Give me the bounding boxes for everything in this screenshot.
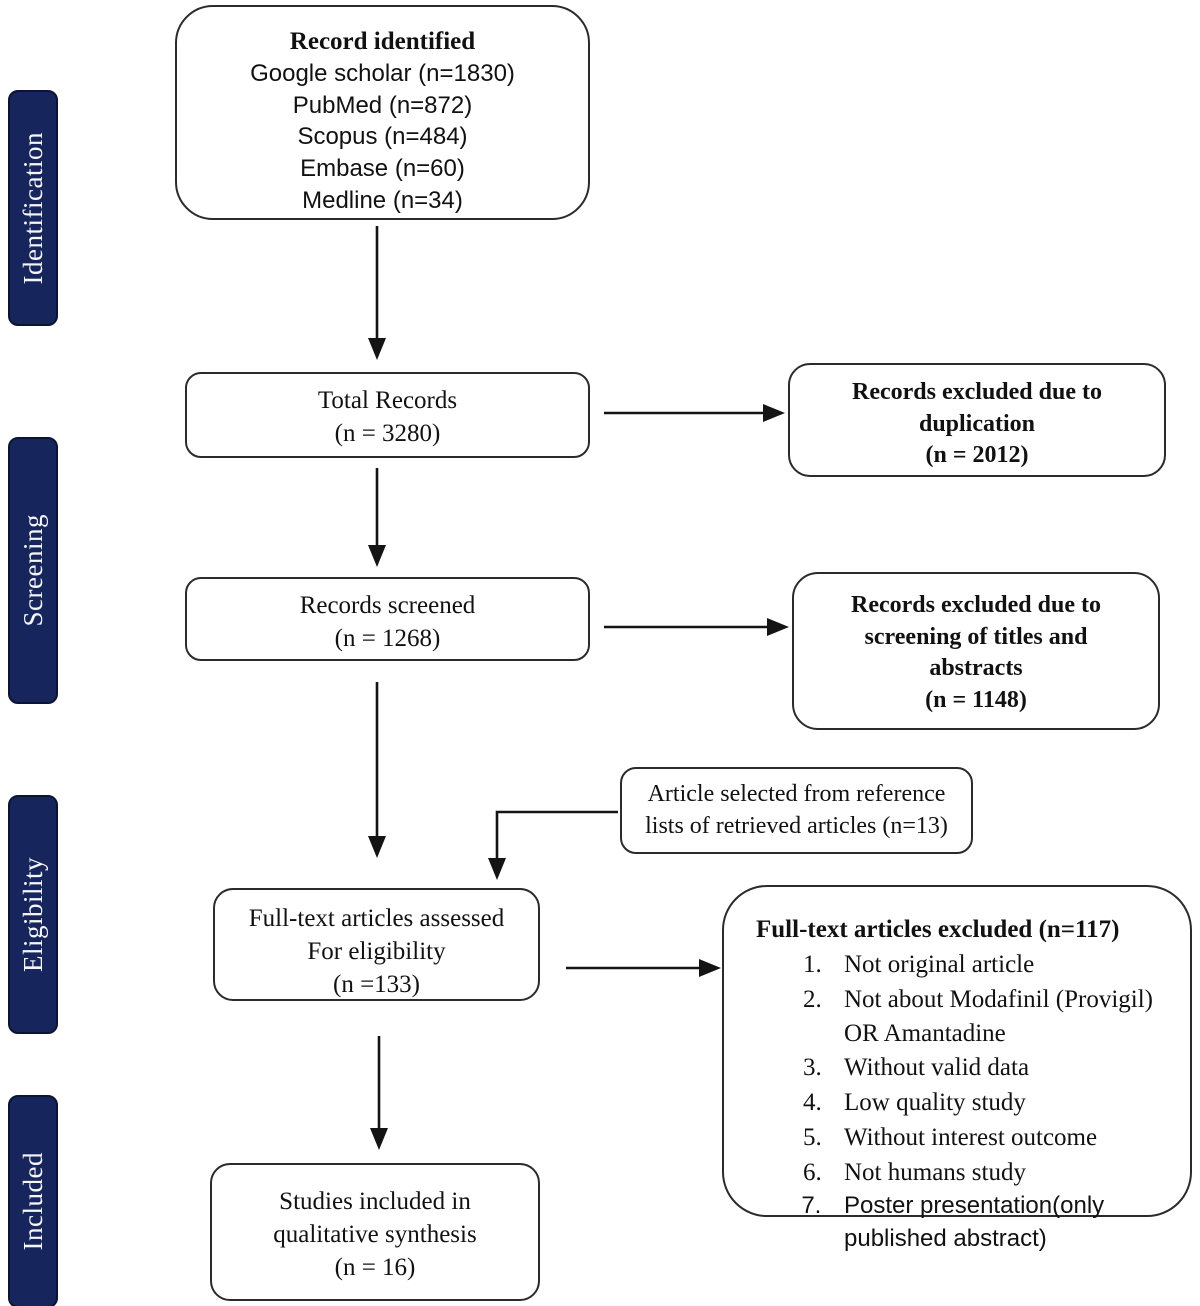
- source-embase: Embase (n=60): [300, 155, 465, 183]
- reference-articles-line2: lists of retrieved articles (n=13): [645, 812, 948, 839]
- source-scopus: Scopus (n=484): [297, 123, 468, 151]
- box-fulltext-excluded: Full-text articles excluded (n=117) Not …: [722, 885, 1192, 1252]
- total-records-count: (n = 3280): [334, 420, 441, 447]
- exclusion-reason-3: Without valid data: [828, 1051, 1174, 1085]
- fulltext-excluded-title: Full-text articles excluded (n=117): [756, 916, 1120, 943]
- stage-identification: Identification: [8, 90, 58, 326]
- excluded-duplication-count: (n = 2012): [925, 442, 1029, 469]
- studies-included-line1: Studies included in: [279, 1188, 471, 1215]
- exclusion-reason-4: Low quality study: [828, 1086, 1174, 1120]
- fulltext-assessed-line2: For eligibility: [307, 938, 446, 965]
- source-pubmed: PubMed (n=872): [292, 91, 473, 119]
- arrow-fulltext-to-included: [370, 1036, 388, 1150]
- box-record-identified: Record identified Google scholar (n=1830…: [175, 5, 590, 220]
- arrow-screened-to-fulltext: [368, 682, 386, 858]
- records-screened-count: (n = 1268): [334, 625, 441, 652]
- box-records-screened: Records screened (n = 1268): [185, 577, 590, 661]
- box-studies-included: Studies included in qualitative synthesi…: [210, 1163, 540, 1301]
- exclusion-reason-6: Not humans study: [828, 1156, 1174, 1190]
- studies-included-line2: qualitative synthesis: [273, 1221, 477, 1248]
- total-records-line1: Total Records: [317, 387, 458, 414]
- excluded-screening-count: (n = 1148): [925, 687, 1027, 714]
- records-screened-line1: Records screened: [299, 592, 476, 619]
- studies-included-count: (n = 16): [334, 1254, 416, 1281]
- excluded-screening-line1: Records excluded due to: [851, 592, 1101, 618]
- source-google-scholar: Google scholar (n=1830): [250, 60, 515, 87]
- stage-identification-label: Identification: [17, 131, 48, 285]
- exclusion-reason-1: Not original article: [828, 948, 1174, 982]
- reference-articles-line1: Article selected from reference: [647, 781, 946, 807]
- fulltext-excluded-reasons: Not original article Not about Modafinil…: [724, 948, 1190, 1256]
- arrow-screened-to-excluded-screening: [604, 618, 789, 636]
- box-excluded-duplication: Records excluded due to duplication (n =…: [788, 363, 1166, 477]
- arrow-fulltext-to-excluded: [566, 959, 721, 977]
- fulltext-assessed-line1: Full-text articles assessed: [248, 905, 505, 932]
- arrow-total-to-screened: [368, 468, 386, 567]
- stage-screening-label: Screening: [17, 514, 48, 627]
- excluded-screening-line2: screening of titles and: [864, 623, 1088, 650]
- connector-reference-to-fulltext: [488, 810, 618, 880]
- box-reference-articles: Article selected from reference lists of…: [620, 767, 973, 854]
- excluded-duplication-line1: Records excluded due to: [852, 379, 1102, 405]
- exclusion-reason-5: Without interest outcome: [828, 1121, 1174, 1155]
- stage-included: Included: [8, 1095, 58, 1306]
- stage-eligibility-label: Eligibility: [17, 856, 48, 972]
- box-excluded-screening: Records excluded due to screening of tit…: [792, 572, 1160, 730]
- excluded-duplication-line2: duplication: [918, 410, 1036, 437]
- stage-included-label: Included: [17, 1152, 48, 1251]
- exclusion-reason-7: Poster presentation(only published abstr…: [828, 1190, 1174, 1255]
- exclusion-reason-2: Not about Modafinil (Provigil) OR Amanta…: [828, 983, 1174, 1051]
- box-total-records: Total Records (n = 3280): [185, 372, 590, 458]
- arrow-total-to-excluded-duplication: [604, 404, 785, 422]
- stage-eligibility: Eligibility: [8, 795, 58, 1034]
- source-medline: Medline (n=34): [302, 186, 463, 214]
- box-fulltext-assessed: Full-text articles assessed For eligibil…: [213, 888, 540, 1001]
- stage-screening: Screening: [8, 437, 58, 704]
- arrow-identified-to-total: [368, 226, 386, 360]
- record-identified-title: Record identified: [289, 28, 476, 55]
- fulltext-assessed-count: (n =133): [333, 971, 420, 998]
- excluded-screening-line3: abstracts: [929, 655, 1023, 682]
